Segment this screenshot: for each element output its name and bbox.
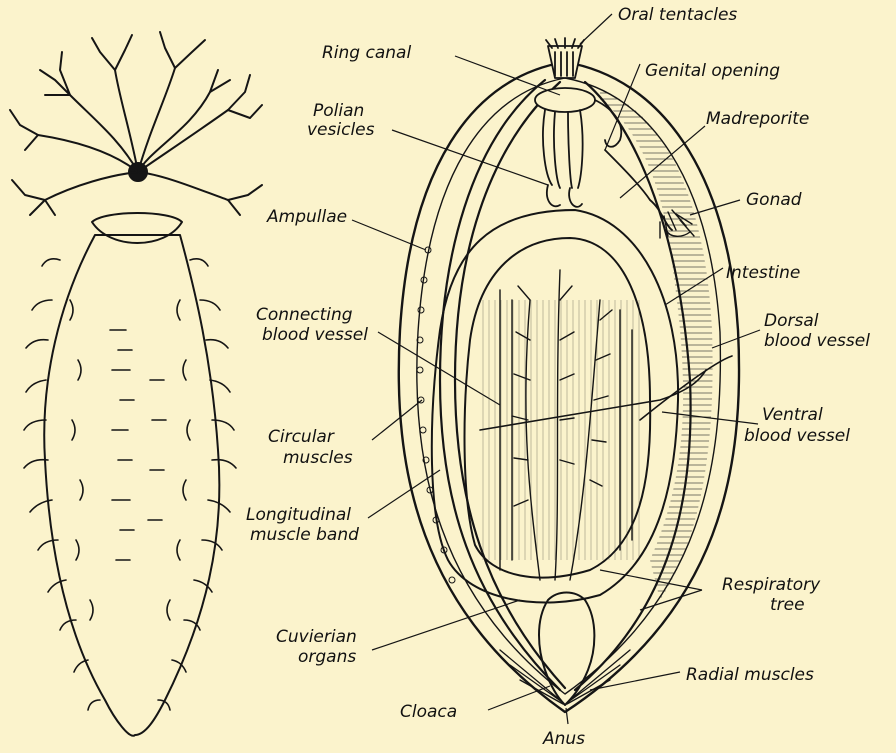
label-genital-opening: Genital opening <box>645 61 780 81</box>
label-connecting-1: Connecting <box>256 305 353 325</box>
leader-dorsal-vessel <box>712 330 760 348</box>
leader-polian-vesicles <box>392 130 548 185</box>
label-anus: Anus <box>542 729 585 749</box>
label-ventral-1: Ventral <box>762 405 823 425</box>
leader-cuvierian-organs <box>372 600 520 650</box>
leader-longitudinal-muscle <box>368 470 440 518</box>
label-connecting-2: blood vessel <box>262 325 368 345</box>
label-radial-muscles: Radial muscles <box>686 665 814 685</box>
inner-vertical-lines <box>480 300 640 560</box>
label-ring-canal: Ring canal <box>322 43 411 63</box>
label-longitudinal-1: Longitudinal <box>246 505 351 525</box>
label-longitudinal-2: muscle band <box>250 525 359 545</box>
label-madreporite: Madreporite <box>706 109 809 129</box>
external-body-outline <box>44 235 219 736</box>
label-respiratory-1: Respiratory <box>722 575 821 595</box>
external-tentacle-crown <box>10 32 262 215</box>
leader-cloaca <box>488 686 550 710</box>
leader-radial-muscles <box>590 672 680 690</box>
external-collar <box>92 213 182 243</box>
label-ampullae: Ampullae <box>266 207 347 227</box>
label-ventral-2: blood vessel <box>744 426 850 446</box>
label-cuvierian-1: Cuvierian <box>276 627 357 647</box>
label-polian-vesicles-2: vesicles <box>307 120 375 140</box>
leader-ring-canal <box>455 56 560 95</box>
label-circular-2: muscles <box>283 448 353 468</box>
cloaca-shape <box>539 593 594 706</box>
label-dorsal-2: blood vessel <box>764 331 870 351</box>
label-gonad: Gonad <box>746 190 802 210</box>
external-papillae <box>24 259 236 710</box>
leader-gonad <box>690 200 740 215</box>
label-cuvierian-2: organs <box>298 647 356 667</box>
label-cloaca: Cloaca <box>400 702 457 722</box>
external-view-illustration <box>10 32 262 736</box>
label-intestine: Intestine <box>726 263 800 283</box>
leader-circular-muscles <box>372 400 422 440</box>
ampullae-column <box>417 247 455 583</box>
label-polian-vesicles-1: Polian <box>313 101 364 121</box>
leader-oral-tentacles <box>580 14 612 44</box>
label-oral-tentacles: Oral tentacles <box>618 5 737 25</box>
label-respiratory-2: tree <box>770 595 805 615</box>
oral-crown <box>546 38 584 78</box>
label-circular-1: Circular <box>268 427 335 447</box>
label-dorsal-1: Dorsal <box>764 311 819 331</box>
leader-respiratory-tree-1 <box>600 570 702 590</box>
